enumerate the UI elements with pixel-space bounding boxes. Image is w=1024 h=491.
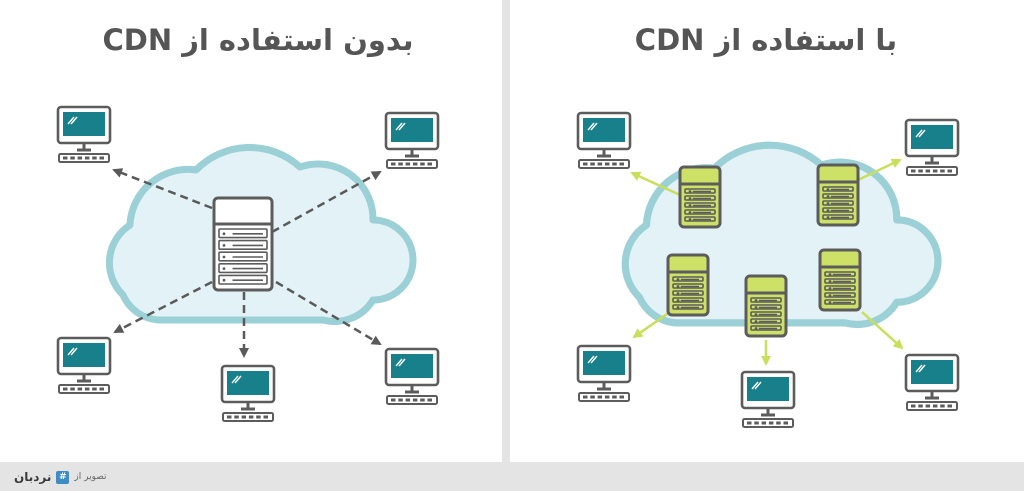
desktop-computer-icon: [384, 111, 440, 169]
desktop-computer-icon: [56, 105, 112, 163]
panel-title-without-cdn: بدون استفاده از CDN: [102, 23, 414, 57]
panel-title-with-cdn: با استفاده از CDN: [634, 23, 898, 57]
desktop-computer-icon: [384, 347, 440, 405]
edge-server: [666, 253, 710, 317]
edge-server: [744, 274, 788, 338]
desktop-computer-icon: [740, 370, 796, 428]
origin-server: [212, 196, 274, 292]
edge-arrow: [632, 310, 671, 339]
edge-server: [816, 163, 860, 227]
desktop-computer-icon: [576, 344, 632, 402]
credit-prefix: تصویر از: [74, 472, 107, 482]
edge-arrow: [630, 171, 681, 197]
origin-arrow: [275, 280, 382, 346]
brand-logo-icon: #: [56, 470, 70, 484]
footer: نردبان # تصویر از: [0, 462, 1024, 491]
desktop-computer-icon: [904, 353, 960, 411]
desktop-computer-icon: [220, 364, 276, 422]
desktop-computer-icon: [576, 111, 632, 169]
image-credit[interactable]: نردبان # تصویر از: [14, 466, 107, 488]
edge-arrow: [857, 158, 902, 182]
desktop-computer-icon: [56, 336, 112, 394]
origin-arrow: [112, 168, 213, 210]
edge-server: [678, 165, 722, 229]
origin-arrow: [113, 280, 213, 334]
edge-arrow: [861, 311, 904, 350]
brand-name: نردبان: [14, 470, 52, 484]
edge-server: [818, 248, 862, 312]
origin-arrow: [271, 170, 382, 234]
desktop-computer-icon: [904, 118, 960, 176]
